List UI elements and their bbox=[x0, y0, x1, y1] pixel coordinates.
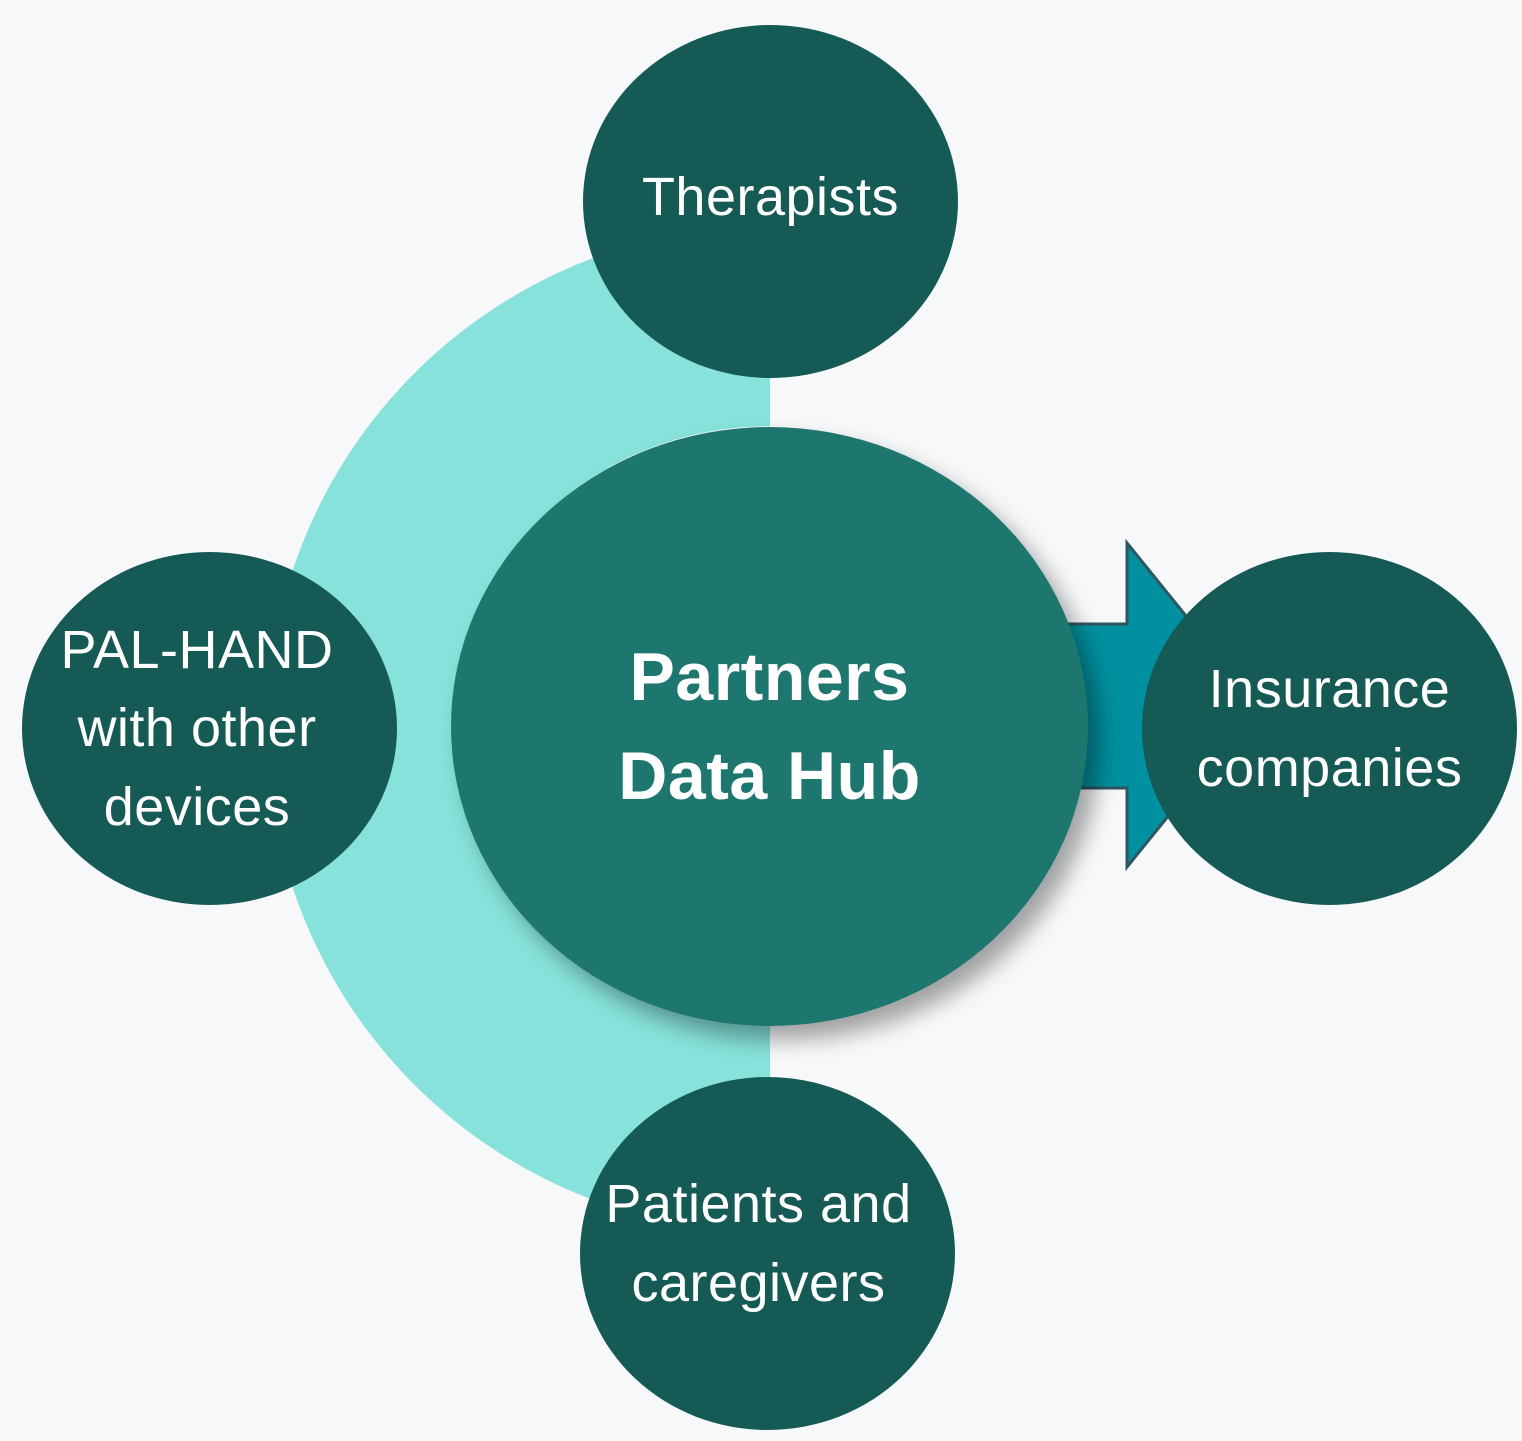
pal-hand-label: PAL-HAND with other devices bbox=[60, 620, 334, 837]
partners-data-hub: Partners Data Hub bbox=[451, 427, 1088, 1026]
therapists-node: Therapists bbox=[583, 25, 958, 378]
connection-arc bbox=[267, 226, 770, 1232]
patients-caregivers-label: Patients and caregivers bbox=[605, 1174, 912, 1313]
patients-caregivers-node: Patients and caregivers bbox=[580, 1077, 955, 1430]
insurance-companies-label: Insurance companies bbox=[1196, 659, 1463, 798]
insurance-companies-node: Insurance companies bbox=[1142, 552, 1517, 905]
therapists-label: Therapists bbox=[641, 167, 900, 228]
pal-hand-node: PAL-HAND with other devices bbox=[22, 552, 397, 905]
hub-label: Partners Data Hub bbox=[618, 638, 921, 814]
